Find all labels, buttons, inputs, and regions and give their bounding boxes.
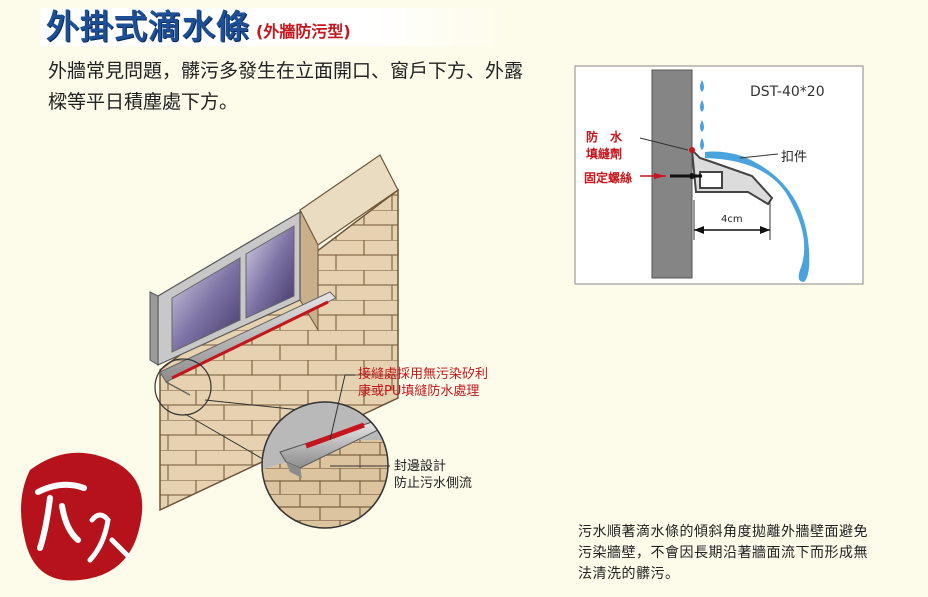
brand-logo: [21, 452, 143, 581]
zoom-detail: [261, 401, 389, 529]
zoom-connector: [184, 413, 269, 463]
water-drops: [700, 80, 704, 150]
drip-profile: [690, 147, 774, 206]
section-detail: [574, 65, 864, 285]
title-background: [40, 8, 510, 46]
intro-text: 外牆常見問題，髒污多發生在立面開口、窗戶下方、外露樑等平日積塵處下方。: [48, 60, 524, 113]
label-sealant: 防 水 填縫劑: [586, 130, 623, 161]
drip-strip: [159, 291, 337, 396]
label-screw: 固定螺絲: [584, 171, 633, 185]
callout-edge-line1: 封邊設計: [394, 459, 447, 474]
callout-joint-line1: 接縫處採用無污染矽利: [358, 367, 489, 382]
callout-edge-line2: 防止污水側流: [394, 476, 473, 491]
label-clip: 扣件: [781, 150, 808, 165]
zoom-origin-circle: [154, 358, 212, 416]
callout-joint: 接縫處採用無污染矽利 康或PU填縫防水處理: [358, 366, 488, 400]
water-flow: [705, 151, 810, 282]
label-dimension: 4cm: [721, 214, 743, 225]
bottom-note: 污水順著滴水條的傾斜角度拋離外牆壁面避免污染牆壁，不會因長期沿著牆面流下而形成無…: [578, 524, 868, 582]
callout-edge: 封邊設計 防止污水側流: [394, 458, 472, 492]
page-title: 外掛式滴水條 (外牆防污型): [46, 4, 351, 48]
window: [149, 210, 301, 366]
callout-joint-line2: 康或PU填縫防水處理: [358, 384, 480, 399]
title-main: 外掛式滴水條: [46, 7, 250, 46]
title-sub: (外牆防污型): [256, 22, 351, 41]
model-number: DST-40*20: [750, 84, 825, 100]
